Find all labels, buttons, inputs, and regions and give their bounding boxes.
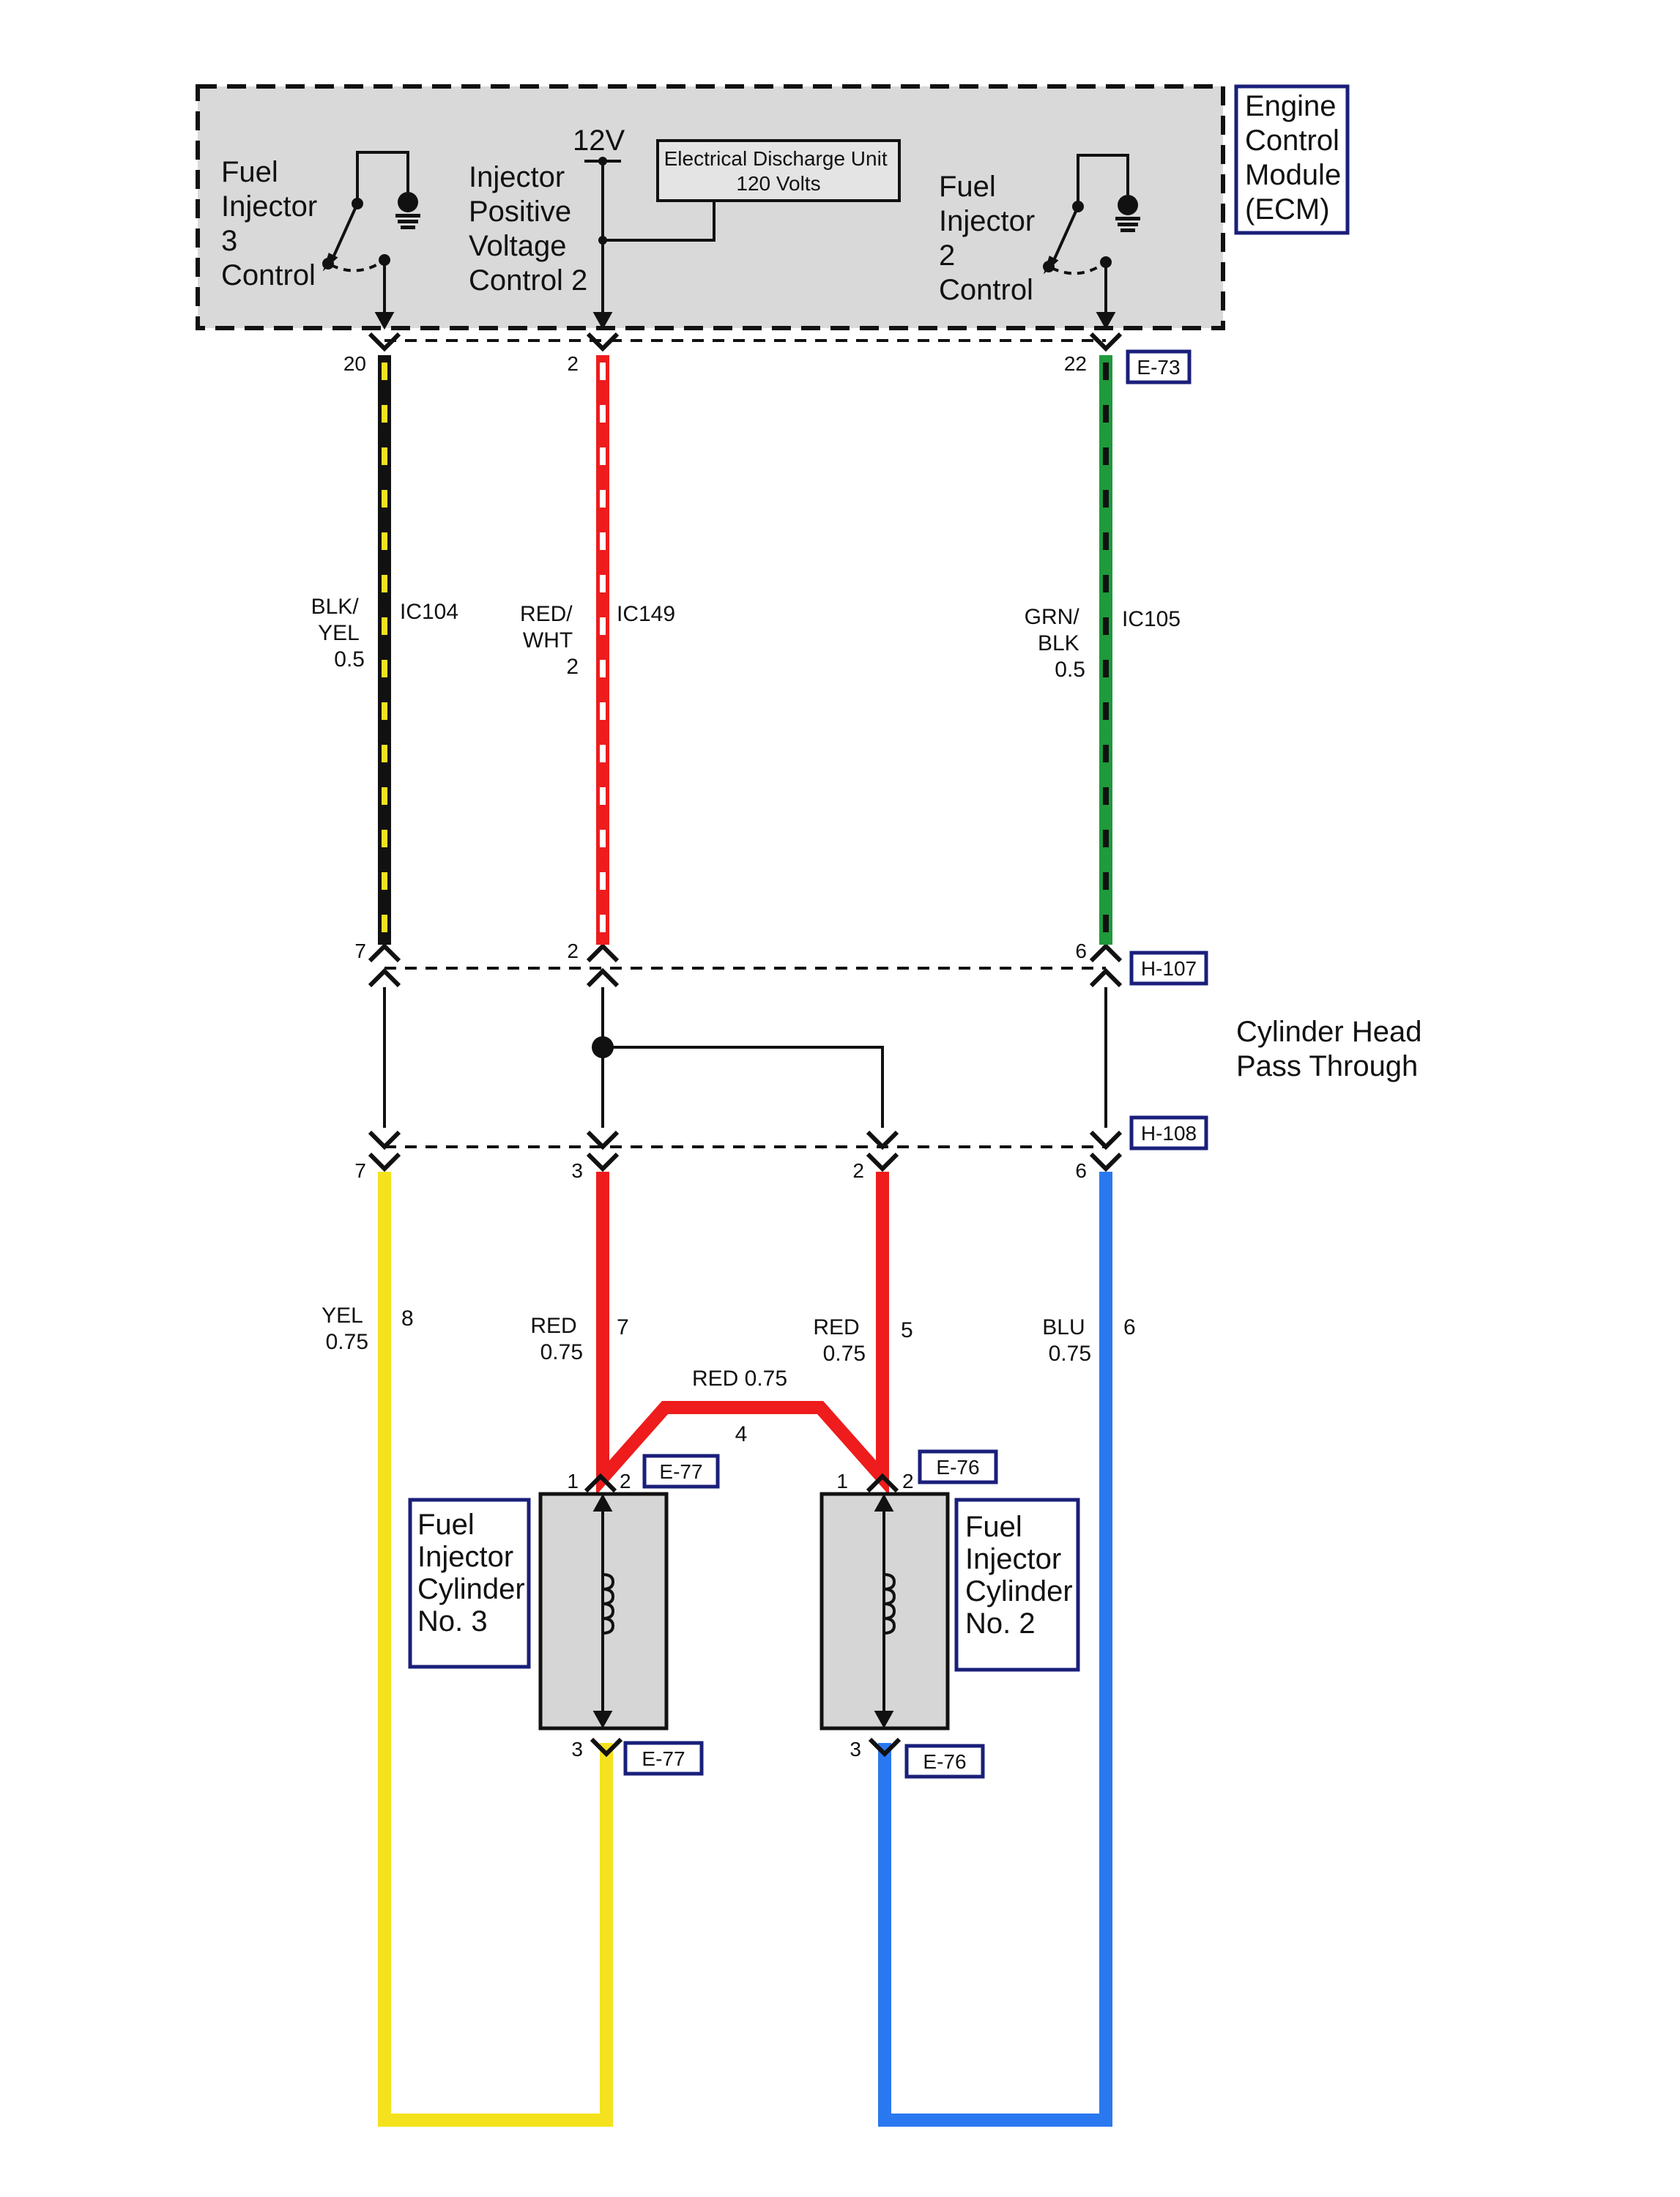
supply-junction-dot bbox=[598, 157, 607, 166]
pin-number: 2 bbox=[567, 352, 579, 375]
pin-number: 7 bbox=[354, 1159, 366, 1182]
svg-text:YEL 0.75: YEL 0.75 bbox=[321, 1304, 368, 1354]
pin-number: 3 bbox=[571, 1159, 583, 1182]
svg-text:H-107: H-107 bbox=[1141, 957, 1197, 980]
connector-tag-e77-top: E-77 bbox=[642, 1454, 720, 1489]
pin-number: 2 bbox=[902, 1470, 914, 1492]
svg-text:BLU 0.75: BLU 0.75 bbox=[1042, 1315, 1091, 1366]
ecm-title-box bbox=[1234, 84, 1350, 235]
svg-text:IC104: IC104 bbox=[400, 600, 458, 624]
svg-text:8: 8 bbox=[401, 1306, 414, 1331]
pin-number: 6 bbox=[1075, 1159, 1087, 1182]
wire-label-ic149: RED/ WHT 2 IC149 bbox=[520, 602, 675, 679]
discharge-unit-label: Electrical Discharge Unit 120 Volts bbox=[664, 147, 893, 195]
pin-number: 3 bbox=[571, 1738, 583, 1761]
wire-label-red-5: RED 0.75 5 bbox=[813, 1315, 913, 1366]
pin-number: 1 bbox=[836, 1470, 848, 1492]
pin-number: 6 bbox=[1075, 940, 1087, 962]
wire-label-yel: YEL 0.75 8 bbox=[321, 1304, 414, 1354]
svg-text:RED 0.75: RED 0.75 bbox=[813, 1315, 866, 1366]
wire-label-ic105: GRN/ BLK 0.5 IC105 bbox=[1025, 605, 1181, 682]
ecm-box bbox=[196, 84, 1225, 330]
inj2-driver-ground-icon bbox=[1115, 195, 1140, 232]
injector-cyl3-solenoid-icon bbox=[592, 1493, 615, 1729]
pin-number: 22 bbox=[1064, 352, 1087, 375]
injector-cyl3-chevrons bbox=[584, 1473, 623, 1758]
pin-number: 2 bbox=[620, 1470, 631, 1492]
svg-text:H-108: H-108 bbox=[1141, 1122, 1197, 1145]
svg-text:BLK/ YEL 0.5: BLK/ YEL 0.5 bbox=[311, 595, 365, 672]
connector-tag-h108: H-108 bbox=[1129, 1115, 1208, 1150]
supply-voltage-label: 12V bbox=[573, 124, 625, 157]
svg-text:IC149: IC149 bbox=[617, 602, 675, 626]
wire-label-red-7: RED 0.75 7 bbox=[530, 1314, 628, 1364]
wire-label-red-4: RED 0.75 4 bbox=[692, 1367, 787, 1446]
svg-text:RED 0.75: RED 0.75 bbox=[692, 1367, 787, 1391]
svg-text:RED 0.75: RED 0.75 bbox=[530, 1314, 583, 1364]
wire-label-ic104: BLK/ YEL 0.5 IC104 bbox=[311, 595, 458, 672]
pin-number: 2 bbox=[567, 940, 579, 962]
inj3-driver-switch-icon bbox=[322, 151, 409, 330]
connector-tag-h107: H-107 bbox=[1129, 951, 1208, 986]
wire-yel-8 bbox=[378, 1172, 613, 2127]
svg-text:RED/ WHT 2: RED/ WHT 2 bbox=[520, 602, 579, 679]
injector-cyl3-label-box bbox=[408, 1498, 531, 1669]
svg-text:E-77: E-77 bbox=[659, 1460, 702, 1483]
connector-tag-e77-bottom: E-77 bbox=[623, 1741, 704, 1776]
svg-text:E-77: E-77 bbox=[642, 1747, 685, 1770]
svg-text:IC105: IC105 bbox=[1122, 607, 1181, 631]
svg-text:E-76: E-76 bbox=[936, 1456, 979, 1479]
inj2-driver-switch-icon bbox=[1043, 154, 1129, 330]
svg-text:6: 6 bbox=[1123, 1315, 1136, 1339]
svg-text:E-76: E-76 bbox=[923, 1750, 966, 1773]
injector-cyl2-label-box bbox=[954, 1498, 1080, 1672]
injector-cyl3-label: Fuel Injector Cylinder No. 3 bbox=[417, 1509, 533, 1637]
connector-tag-e76-top: E-76 bbox=[918, 1449, 998, 1484]
e73-pin-chevrons bbox=[368, 332, 1123, 352]
wire-label-blu: BLU 0.75 6 bbox=[1042, 1315, 1135, 1366]
pin-number: 2 bbox=[852, 1159, 864, 1182]
pin-number: 7 bbox=[354, 940, 366, 962]
ecm-positive-control-label: Injector Positive Voltage Control 2 bbox=[469, 161, 587, 297]
pin-number: 1 bbox=[567, 1470, 579, 1492]
svg-text:GRN/ BLK 0.5: GRN/ BLK 0.5 bbox=[1025, 605, 1085, 682]
ecm-title: Engine Control Module (ECM) bbox=[1245, 90, 1349, 226]
pin-number: 20 bbox=[343, 352, 366, 375]
inj3-driver-ground-icon bbox=[395, 192, 420, 229]
injector-cyl2-solenoid-icon bbox=[874, 1493, 896, 1729]
injector-cyl2-chevrons bbox=[866, 1473, 902, 1758]
svg-text:4: 4 bbox=[735, 1422, 748, 1446]
injector-cyl2-label: Fuel Injector Cylinder No. 2 bbox=[965, 1511, 1081, 1640]
splice-dot bbox=[592, 1036, 614, 1058]
connector-tag-e76-bottom: E-76 bbox=[904, 1744, 985, 1779]
h108-pin-chevrons bbox=[368, 1130, 1123, 1172]
ecm-inj3-control-label: Fuel Injector 3 Control bbox=[221, 156, 325, 291]
connector-tag-e73: E-73 bbox=[1126, 349, 1192, 384]
svg-text:7: 7 bbox=[617, 1315, 629, 1339]
ecm-inj2-control-label: Fuel Injector 2 Control bbox=[939, 171, 1043, 306]
supply-junction-dot bbox=[598, 236, 607, 245]
h107-pin-chevrons bbox=[368, 943, 1123, 988]
discharge-unit-box bbox=[656, 139, 901, 202]
pass-through-lines bbox=[383, 987, 1107, 1128]
pin-number: 3 bbox=[850, 1738, 861, 1761]
pass-through-label: Cylinder Head Pass Through bbox=[1236, 1016, 1430, 1082]
wire-blu-6 bbox=[878, 1172, 1112, 2127]
svg-text:E-73: E-73 bbox=[1137, 356, 1180, 379]
svg-text:5: 5 bbox=[901, 1318, 913, 1342]
